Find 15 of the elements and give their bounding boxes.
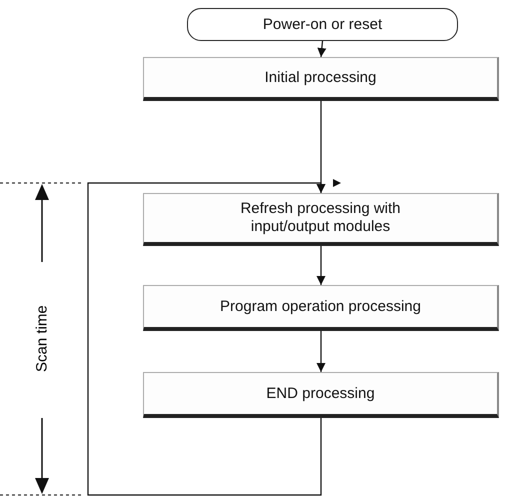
box-label: Program operation processing bbox=[220, 298, 421, 316]
arrow bbox=[316, 246, 326, 285]
box-label: Initial processing bbox=[264, 68, 376, 86]
process-box bbox=[143, 372, 499, 418]
box-label: Refresh processing with input/output modules bbox=[239, 200, 402, 236]
box-label: END processing bbox=[266, 384, 375, 402]
arrow bbox=[87, 182, 326, 496]
terminator-box bbox=[187, 8, 458, 41]
arrow bbox=[316, 331, 326, 372]
dimension-label: Scan time bbox=[34, 308, 50, 372]
arrow bbox=[317, 40, 326, 58]
box-label: Power-on or reset bbox=[262, 16, 382, 34]
process-box bbox=[143, 193, 499, 246]
process-box bbox=[143, 285, 499, 331]
process-box bbox=[143, 57, 499, 101]
